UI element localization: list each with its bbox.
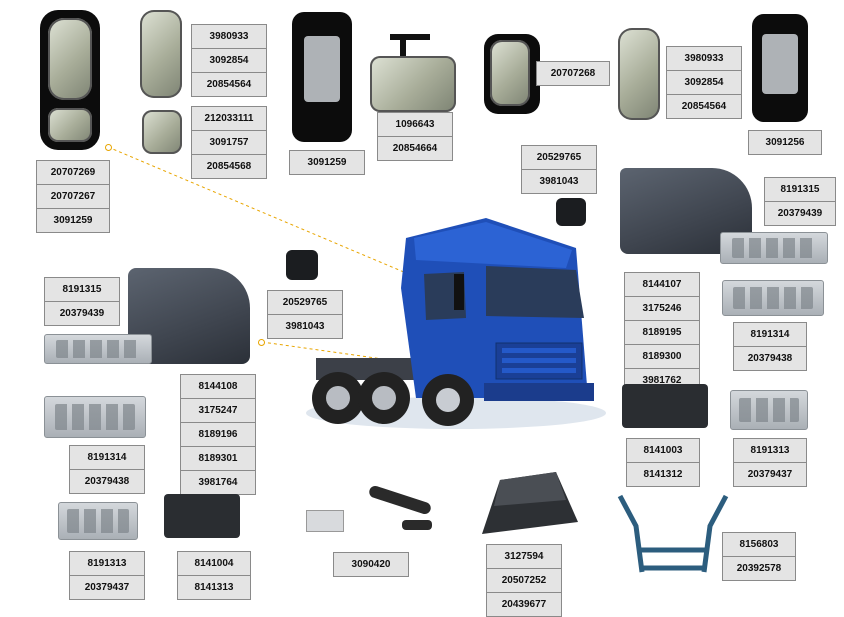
label-step-box-left: 8141004 8141313 (177, 551, 251, 600)
mirror-right-image (484, 34, 540, 114)
front-mirror-image (370, 34, 456, 112)
lamp-right-image (556, 198, 586, 226)
step-plate-left-2-image (44, 396, 146, 438)
label-step-plate-right-1: 8191314 20379438 (733, 322, 807, 371)
step-plate-right-3-image (730, 390, 808, 430)
label-step-box-right: 8141003 8141312 (626, 438, 700, 487)
label-mirror-right: 20707268 (536, 61, 610, 86)
step-box-right-image (622, 384, 708, 428)
label-glass-small-left: 212033111 3091757 20854568 (191, 106, 267, 179)
step-plate-right-2-image (722, 280, 824, 316)
label-mirror-housing-right: 3091256 (748, 130, 822, 155)
label-mirror-small-left: 20707269 20707267 3091259 (36, 160, 110, 233)
mirror-glass-large-right-image (618, 28, 660, 120)
label-ladder: 8156803 20392578 (722, 532, 796, 581)
lamp-left-image (286, 250, 318, 280)
leader-dot-mirror (105, 144, 112, 151)
label-step-plate-right-2: 8191313 20379437 (733, 438, 807, 487)
ladder-image (617, 494, 729, 573)
label-step-plate-left-1: 8191314 20379438 (69, 445, 145, 494)
mirror-glass-large-image (140, 10, 182, 98)
mirror-glass-small-image (142, 110, 182, 154)
label-step-box-parts-right: 8144107 3175246 8189195 8189300 3981762 (624, 272, 700, 393)
label-lamp-right: 20529765 3981043 (521, 145, 597, 194)
label-step-plate-left-2: 8191313 20379437 (69, 551, 145, 600)
label-front-mirror: 1096643 20854664 (377, 112, 453, 161)
bracket-image (306, 484, 438, 542)
label-ramp-step: 3127594 20507252 20439677 (486, 544, 562, 617)
label-mirror-housing-left: 3091259 (289, 150, 365, 175)
label-bracket: 3090420 (333, 552, 409, 577)
label-step-panel-left: 8191315 20379439 (44, 277, 120, 326)
label-step-panel-right: 8191315 20379439 (764, 177, 836, 226)
step-plate-right-1-image (720, 232, 828, 264)
step-plate-left-3-image (58, 502, 138, 540)
label-glass-large-left: 3980933 3092854 20854564 (191, 24, 267, 97)
truck-image (306, 218, 606, 429)
mirror-assembly-image (40, 10, 100, 150)
label-lamp-left: 20529765 3981043 (267, 290, 343, 339)
step-box-left-image (164, 494, 240, 538)
label-glass-large-right: 3980933 3092854 20854564 (666, 46, 742, 119)
label-step-box-parts-left: 8144108 3175247 8189196 8189301 3981764 (180, 374, 256, 495)
mirror-housing-right-image (752, 14, 808, 122)
mirror-housing-image (292, 12, 352, 142)
leader-dot-step (258, 339, 265, 346)
step-plate-left-1-image (44, 334, 152, 364)
ramp-step-image (482, 472, 578, 534)
